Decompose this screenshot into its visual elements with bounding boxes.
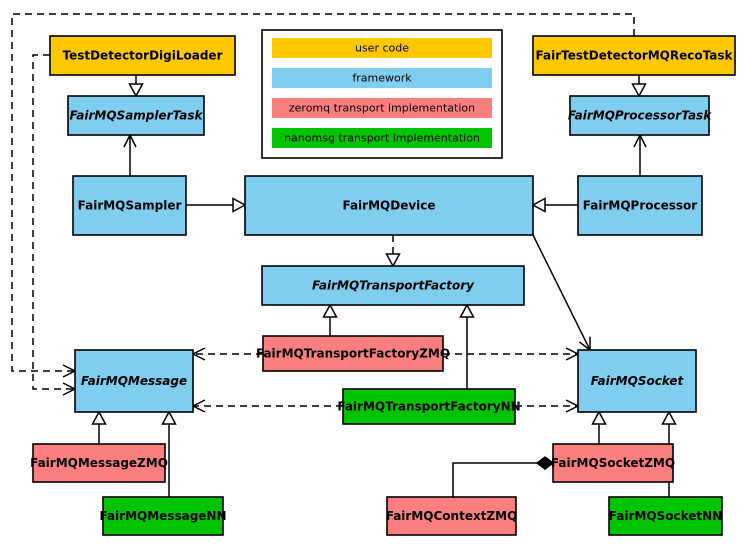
- legend-swatch: [272, 98, 492, 118]
- class-box: [72, 175, 187, 236]
- class-node-FairMQDevice[interactable]: FairMQDevice: [244, 175, 534, 236]
- class-box: [102, 496, 224, 536]
- edge-contextzmq-socketzmq: [452, 456, 555, 497]
- class-node-FairMQSocketZMQ[interactable]: FairMQSocketZMQ: [551, 443, 675, 483]
- class-node-FairMQProcessorTask[interactable]: FairMQProcessorTask: [568, 95, 712, 136]
- class-box: [49, 35, 236, 76]
- class-node-FairMQMessageNN[interactable]: FairMQMessageNN: [99, 496, 227, 536]
- class-node-FairMQMessageZMQ[interactable]: FairMQMessageZMQ: [30, 443, 168, 483]
- edge-messagezmq-message: [91, 410, 107, 444]
- legend-swatch: [272, 68, 492, 88]
- edge-processor-processortask: [633, 133, 647, 176]
- edge-device-socket: [532, 234, 591, 352]
- class-node-FairMQTransportFactoryNN[interactable]: FairMQTransportFactoryNN: [337, 388, 521, 425]
- class-box: [342, 388, 516, 425]
- class-node-FairTestDetectorMQRecoTask[interactable]: FairTestDetectorMQRecoTask: [532, 35, 736, 76]
- edge-factoryzmq-transportfactory: [322, 303, 338, 336]
- legend-layer: user code framework zeromq transport imple…: [261, 29, 503, 159]
- edge-factorynn-transportfactory: [459, 303, 475, 389]
- class-box: [32, 443, 166, 483]
- edge-digiloader-samplertask: [128, 75, 144, 98]
- edge-recotask-processortask: [631, 75, 647, 98]
- edge-layer: [11, 13, 677, 497]
- class-box: [577, 349, 697, 413]
- class-box: [552, 443, 674, 483]
- class-node-FairMQSocket[interactable]: FairMQSocket: [577, 349, 697, 413]
- legend-item-2: zeromq transport implementation: [272, 98, 492, 118]
- class-node-TestDetectorDigiLoader[interactable]: TestDetectorDigiLoader: [49, 35, 236, 76]
- class-box: [569, 95, 710, 136]
- edge-sampler-device: [186, 197, 247, 213]
- class-box: [532, 35, 736, 76]
- class-node-FairMQTransportFactoryZMQ[interactable]: FairMQTransportFactoryZMQ: [256, 335, 450, 372]
- edge-factorynn-socket: [515, 399, 580, 413]
- class-node-FairMQSocketNN[interactable]: FairMQSocketNN: [608, 496, 723, 536]
- legend-swatch: [272, 128, 492, 148]
- edge-factoryzmq-socket: [443, 347, 580, 361]
- legend-item-1: framework: [272, 68, 492, 88]
- edge-socketzmq-socket: [591, 410, 607, 444]
- class-box: [244, 175, 534, 236]
- edge-sampler-samplertask: [123, 133, 137, 176]
- class-node-FairMQTransportFactory[interactable]: FairMQTransportFactory: [261, 265, 525, 306]
- legend-item-3: nanomsg transport implementation: [272, 128, 492, 148]
- class-node-FairMQContextZMQ[interactable]: FairMQContextZMQ: [386, 496, 518, 536]
- legend: user code framework zeromq transport imple…: [261, 29, 503, 159]
- legend-item-0: user code: [272, 38, 492, 58]
- class-box: [262, 335, 444, 372]
- class-node-FairMQSampler[interactable]: FairMQSampler: [72, 175, 187, 236]
- legend-swatch: [272, 38, 492, 58]
- edge-device-transportfactory: [385, 235, 401, 268]
- class-box: [577, 175, 703, 236]
- class-box: [74, 349, 194, 413]
- class-box: [386, 496, 517, 536]
- edge-factorynn-message: [191, 399, 343, 413]
- edge-processor-device: [531, 197, 578, 213]
- class-box: [608, 496, 723, 536]
- class-box: [261, 265, 525, 306]
- edge-factoryzmq-message: [191, 347, 263, 361]
- edge-messagenn-message: [161, 410, 177, 497]
- class-node-FairMQProcessor[interactable]: FairMQProcessor: [577, 175, 703, 236]
- class-node-FairMQSamplerTask[interactable]: FairMQSamplerTask: [67, 95, 205, 136]
- class-node-FairMQMessage[interactable]: FairMQMessage: [74, 349, 194, 413]
- class-box: [67, 95, 205, 136]
